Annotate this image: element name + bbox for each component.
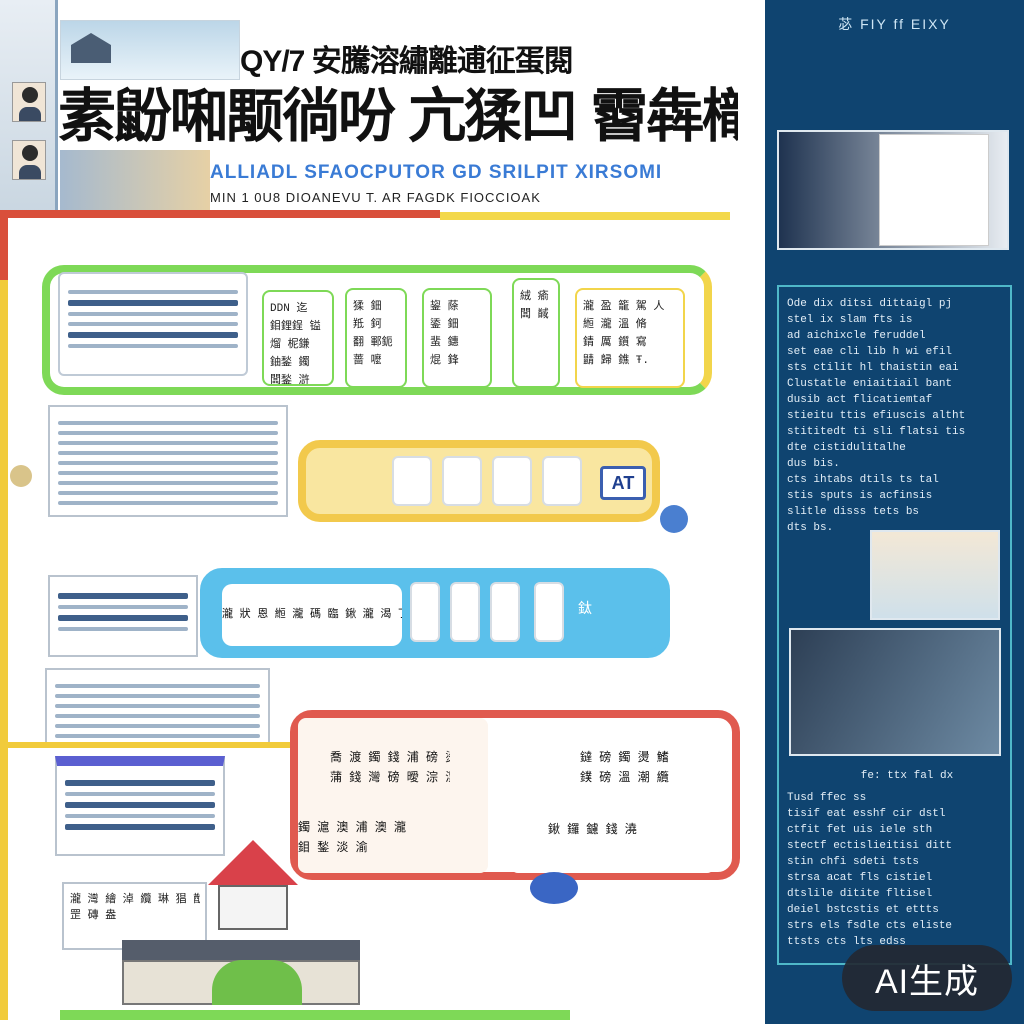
yellow-block [442, 456, 482, 506]
sidebar-caption: fe: ttx fal dx [860, 770, 954, 782]
subtitle-small: MIN 1 0U8 DIOANEVU T. AR FAGDK FIOCCIOAK [210, 190, 541, 205]
card-line: 闆鍫 滸 [270, 375, 310, 386]
decor-splash [530, 872, 578, 904]
document-card [55, 756, 225, 856]
red-section-panel [290, 710, 740, 880]
right-sidebar: 苾 FIY ff EIXY Ode dix ditsi dittaigl pj … [765, 0, 1024, 1024]
yellow-block [492, 456, 532, 506]
red-text-block: 鐽 磅 鐲 燙 鰭 鏷 磅 溫 潮 纜 [580, 748, 690, 788]
sidebar-paragraph-2: Tusd ffec ss tisif eat esshf cir dstl ct… [787, 792, 953, 948]
yellow-tag: AT [600, 466, 646, 500]
red-text-line: 鐲 滬 澳 浦 澳 瀧 [298, 821, 407, 835]
green-text-card: 猱 鈿 羝 鈳 翻 鄆鈪 蔷 嚒 [345, 288, 407, 388]
card-line: 錆 厲 鑕 寫 [583, 337, 647, 349]
header-left-column [0, 0, 58, 215]
blue-side-card [48, 575, 198, 657]
sidebar-paragraph-1: Ode dix ditsi dittaigl pj stel ix slam f… [787, 298, 966, 534]
decor-splash [660, 505, 688, 533]
green-text-card: DDN 迄 鉬鋰鋥 镒 熘 柅鎌 鈾鍫 鐲 闆鍫 滸 [262, 290, 334, 386]
portrait-image [12, 140, 46, 180]
red-text-line: 鐽 磅 鐲 燙 鰭 [580, 751, 669, 765]
blue-block [534, 582, 564, 642]
page-title: 素鼢啝颙徜吩 亢猱凹 霫犇樴 [58, 84, 738, 149]
blue-block [450, 582, 480, 642]
decor-splash [10, 465, 32, 487]
yellow-block [542, 456, 582, 506]
card-line: 鈾鍫 鐲 [270, 357, 310, 369]
card-line: 翻 鄆鈪 [353, 337, 393, 349]
card-line: 瀧 盈 籠 駕 人 [583, 301, 665, 313]
card-line: 熘 柅鎌 [270, 339, 310, 351]
document-card [45, 668, 270, 748]
blue-label-box: 瀧 狀 恩 縆 瀧 碼 臨 鍬 瀧 渴 丁 [222, 584, 402, 646]
red-text-line: 鏷 磅 溫 潮 纜 [580, 771, 669, 785]
yellow-block [392, 456, 432, 506]
red-right-area [510, 718, 715, 873]
header-illustration [60, 150, 210, 210]
screen-card [58, 272, 248, 376]
red-text-line: 喬 渡 鐲 錢 浦 磅 燙 [330, 751, 450, 765]
doc-text-line: 瀧 灣 繪 淖 纜 琳 猖 猷 鉈 [70, 894, 200, 906]
red-text-line: 蒲 錢 灣 磅 曖 淙 漯 [330, 771, 450, 785]
sidebar-image-top [777, 130, 1009, 250]
ai-generated-badge: AI生成 [842, 945, 1012, 1011]
red-text-line: 鍬 鑼 鑢 錢 澆 [548, 823, 637, 837]
red-left-area [298, 718, 488, 873]
header-photo [60, 20, 240, 80]
document-card [48, 405, 288, 517]
card-line: 鋈 鈿 [430, 319, 459, 331]
card-line: 鉬鋰鋥 镒 [270, 321, 321, 333]
frame-line-yellow [440, 212, 730, 220]
doc-text-line: 罡 磚 盎 [70, 910, 117, 922]
frame-line-bottom-green [60, 1010, 570, 1020]
blue-tag: 鈦 [578, 600, 592, 616]
sidebar-title: 苾 FIY ff EIXY [838, 16, 951, 32]
frame-line-red [0, 210, 440, 218]
card-line: 鋆 蒢 [430, 301, 459, 313]
house-illustration [208, 840, 298, 930]
card-line: 蜚 鏸 [430, 337, 459, 349]
yellow-section-panel [298, 440, 660, 522]
green-text-card: 絨 瘉 闆 馘 [512, 278, 560, 388]
red-text-block: 鐲 滬 澳 浦 澳 瀧 鉬 鍫 淡 渝 [298, 818, 428, 858]
green-text-card: 瀧 盈 籠 駕 人 縆 瀧 溫 脩 錆 厲 鑕 寫 鼱 歸 鐎 Ŧ. [575, 288, 685, 388]
red-text-line: 鉬 鍫 淡 渝 [298, 841, 368, 855]
blue-block [490, 582, 520, 642]
frame-line-left-red [0, 210, 8, 290]
frame-line-left-yellow [0, 280, 8, 1020]
subtitle-en: ALLIADL SFAOCPUTOR GD SRILPIT XIRSOMI [210, 162, 663, 183]
green-section-panel [42, 265, 712, 395]
card-line: DDN 迄 [270, 303, 308, 315]
card-line: 羝 鈳 [353, 319, 382, 331]
red-text-block: 鍬 鑼 鑢 錢 澆 [548, 820, 668, 840]
card-line: 蔷 嚒 [353, 355, 382, 367]
red-text-block: 喬 渡 鐲 錢 浦 磅 燙 蒲 錢 灣 磅 曖 淙 漯 [330, 748, 450, 788]
card-line: 闆 馘 [520, 309, 549, 321]
blue-block [410, 582, 440, 642]
card-line: 猱 鈿 [353, 301, 382, 313]
card-line: 縆 瀧 溫 脩 [583, 319, 647, 331]
horizontal-yellow-line [0, 742, 290, 748]
portrait-image [12, 82, 46, 122]
card-line: 鼱 歸 鐎 Ŧ. [583, 355, 650, 367]
building-illustration [122, 940, 360, 1005]
card-line: 絨 瘉 [520, 291, 549, 303]
card-line: 焜 鋒 [430, 355, 459, 367]
sidebar-image-middle [870, 530, 1000, 620]
title-line-1: QY/7 安騰溶繡離逋征蛋閱 [240, 45, 574, 78]
green-text-card: 鋆 蒢 鋈 鈿 蜚 鏸 焜 鋒 [422, 288, 492, 388]
sidebar-image-bottom [789, 628, 1001, 756]
